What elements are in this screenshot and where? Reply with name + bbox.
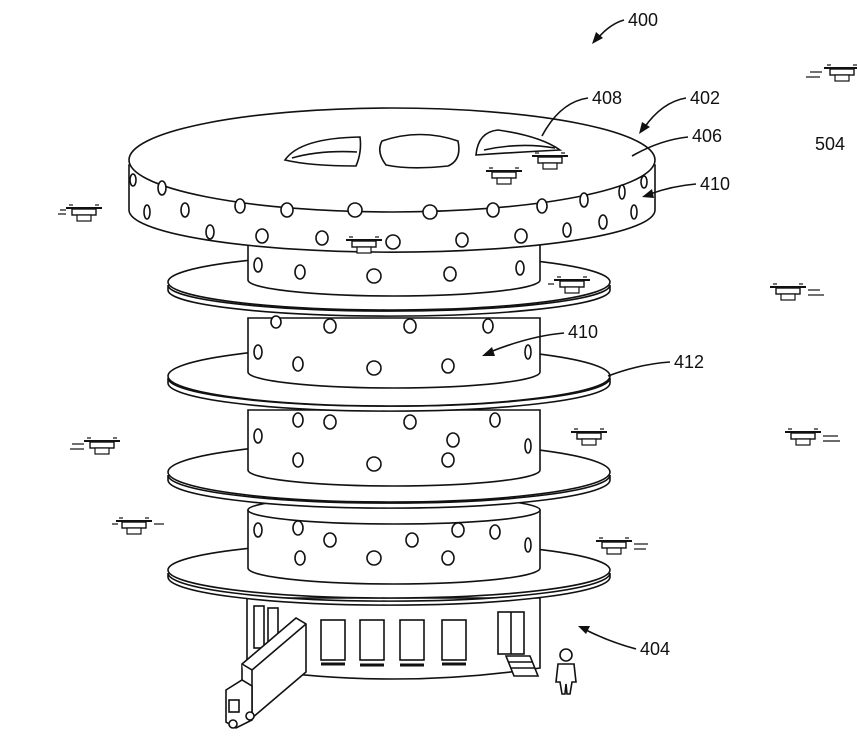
truck-icon bbox=[225, 617, 307, 729]
label-400: 400 bbox=[628, 10, 658, 30]
base-building bbox=[246, 597, 541, 680]
label-408: 408 bbox=[592, 88, 622, 108]
ref-408: 408 bbox=[541, 88, 622, 137]
ref-404: 404 bbox=[578, 626, 670, 659]
label-412: 412 bbox=[674, 352, 704, 372]
door-icon bbox=[497, 611, 540, 677]
ref-406: 406 bbox=[631, 126, 722, 157]
top-hub bbox=[128, 107, 656, 253]
cylinder-tier-1 bbox=[247, 239, 541, 297]
label-410-top: 410 bbox=[700, 174, 730, 194]
ref-504: 504 bbox=[815, 134, 845, 154]
label-404: 404 bbox=[640, 639, 670, 659]
label-402: 402 bbox=[690, 88, 720, 108]
ref-412: 412 bbox=[607, 352, 704, 377]
ref-402: 402 bbox=[639, 88, 720, 134]
ref-410-top: 410 bbox=[642, 174, 730, 198]
person-icon bbox=[555, 648, 577, 695]
ref-400: 400 bbox=[592, 10, 658, 44]
cylinder-tier-3 bbox=[247, 409, 541, 487]
cylinder-tier-4 bbox=[247, 495, 541, 585]
label-410-mid: 410 bbox=[568, 322, 598, 342]
label-406: 406 bbox=[692, 126, 722, 146]
motion-lines bbox=[58, 71, 840, 550]
label-504: 504 bbox=[815, 134, 845, 154]
cylinder-tier-2 bbox=[247, 315, 541, 389]
ref-410-mid: 410 bbox=[482, 322, 598, 356]
